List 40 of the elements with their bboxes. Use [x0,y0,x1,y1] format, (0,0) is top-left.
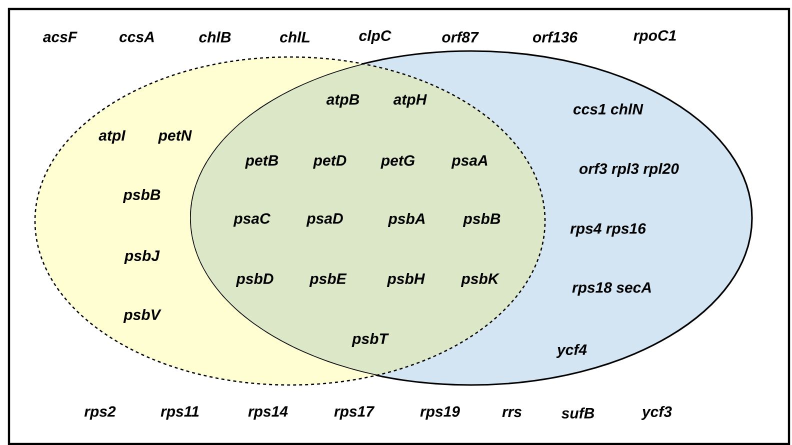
gene-label: psaA [451,155,488,169]
gene-label: petD [313,155,346,169]
gene-label: psbT [352,333,389,347]
gene-label: orf87 [442,32,479,42]
gene-label: chlB [199,32,231,42]
gene-label: rps19 [420,406,460,420]
gene-label: petG [380,155,415,169]
gene-label: rps4 rps16 [570,223,646,237]
gene-label: ycf4 [556,344,587,358]
gene-label: atpI [98,130,126,144]
gene-label: psbE [309,273,347,287]
gene-label: ccs1 chlN [573,104,644,114]
gene-label: psaC [233,213,271,227]
gene-label: petB [245,155,278,169]
gene-label: petN [158,130,192,144]
gene-label: rps18 secA [572,282,651,296]
gene-label: rps17 [334,406,375,420]
gene-label: clpC [359,30,392,44]
gene-label: atpB [326,94,360,108]
gene-label: psbB [122,189,160,203]
gene-label: psbB [462,213,500,227]
gene-label: psbV [123,309,162,323]
gene-label: atpH [393,94,427,108]
gene-label: psbA [388,213,425,227]
gene-label: ycf3 [641,406,672,420]
gene-label: sufB [562,408,594,418]
gene-label: psbD [236,273,274,287]
gene-label: rps14 [248,406,288,420]
gene-label: orf3 rpl3 rpl20 [579,163,679,177]
gene-label: acsF [42,32,78,42]
gene-label: psbH [386,273,426,287]
gene-label: psbJ [124,250,160,264]
gene-label: rps2 [84,406,116,420]
gene-label: ccsA [120,32,154,42]
gene-label: rrs [502,408,522,418]
gene-label: rps11 [160,406,199,420]
gene-label: chlL [280,32,310,42]
gene-label: psaD [306,213,343,227]
gene-label: orf136 [532,32,578,42]
gene-label: psbK [460,273,500,287]
